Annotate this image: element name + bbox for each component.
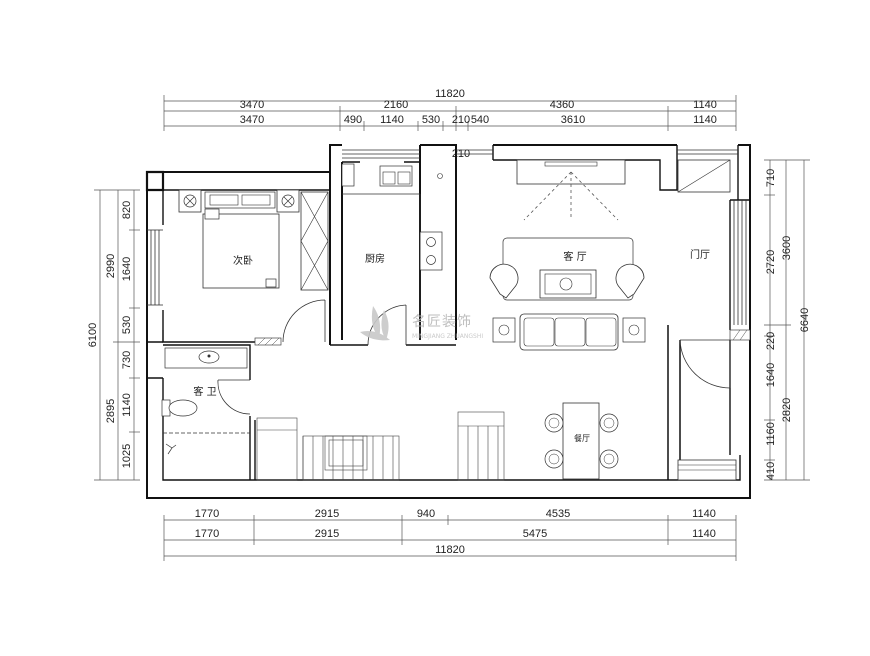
dim-right-inner: 710 xyxy=(765,169,777,187)
armchair-icon xyxy=(489,263,519,299)
room-label-living: 客 厅 xyxy=(563,250,586,263)
dim-right-inner: 1640 xyxy=(765,363,777,387)
dim-top-row2: 1140 xyxy=(693,114,717,126)
sink-icon xyxy=(379,165,413,187)
stairs-icon xyxy=(256,411,505,481)
watermark-sub: MINGJIANG ZHUANGSHI xyxy=(412,333,483,340)
dim-top-row2: 1140 xyxy=(380,114,404,126)
left-dimensions: 6100 2990 2895 820 1640 530 730 1140 102… xyxy=(87,189,140,481)
dim-left-inner: 730 xyxy=(121,351,133,369)
dim-top-row1: 3470 xyxy=(240,99,264,111)
bottom-dimensions: 1770 2915 940 4535 1140 1770 2915 5475 1… xyxy=(163,508,737,561)
dim-right-outer: 6640 xyxy=(799,308,811,332)
dim-right-inner: 220 xyxy=(765,332,777,350)
dim-top-row1: 4360 xyxy=(550,99,574,111)
dim-bottom-row2: 5475 xyxy=(523,528,547,540)
watermark: 名匠装饰 MINGJIANG ZHUANGSHI xyxy=(360,306,483,341)
dim-right-inner: 1160 xyxy=(765,422,777,446)
room-labels: 次卧 厨房 客 厅 门厅 客 卫 餐厅 xyxy=(193,248,710,443)
dim-top-row2: 210 xyxy=(452,114,470,126)
top-dimensions: 11820 3470 2160 4360 1140 3470 490 1140 … xyxy=(163,88,737,160)
dim-top-total: 11820 xyxy=(435,88,465,100)
dim-left-inner: 530 xyxy=(121,316,133,334)
dim-bottom-row2: 1140 xyxy=(692,528,716,540)
dim-top-row2: 540 xyxy=(471,114,489,126)
dim-top-row2: 530 xyxy=(422,114,440,126)
dim-bottom-row1: 1770 xyxy=(195,508,219,520)
furniture xyxy=(161,159,646,481)
dim-top-row1: 2160 xyxy=(384,99,408,111)
windows xyxy=(147,149,747,481)
dining-table-icon xyxy=(562,402,600,480)
dim-top-row2: 490 xyxy=(344,114,362,126)
dim-top-row2: 3470 xyxy=(240,114,264,126)
dim-bottom-row2: 2915 xyxy=(315,528,339,540)
room-label-kitchen: 厨房 xyxy=(365,252,385,265)
room-label-entrance: 门厅 xyxy=(690,248,710,261)
room-label-bathroom: 客 卫 xyxy=(193,385,216,398)
dim-left-inner: 1140 xyxy=(121,393,133,417)
wardrobe-icon xyxy=(300,191,329,291)
armchair-icon xyxy=(615,263,645,299)
dim-left-inner: 1025 xyxy=(121,444,133,468)
dim-left-mid: 2990 xyxy=(105,254,117,278)
dim-left-inner: 820 xyxy=(121,201,133,219)
dim-bottom-row1: 4535 xyxy=(546,508,570,520)
dim-bottom-row1: 2915 xyxy=(315,508,339,520)
dim-right-inner: 410 xyxy=(765,462,777,480)
room-label-dining: 餐厅 xyxy=(574,434,590,443)
coffee-table-icon xyxy=(539,269,597,299)
bed-icon xyxy=(202,213,280,289)
room-label-bedroom: 次卧 xyxy=(233,254,253,267)
dim-bottom-row1: 1140 xyxy=(692,508,716,520)
dim-bottom-row2: 1770 xyxy=(195,528,219,540)
dim-right-mid: 2820 xyxy=(781,398,793,422)
dim-bottom-row1: 940 xyxy=(417,508,435,520)
dim-left-mid: 2895 xyxy=(105,399,117,423)
watermark-name: 名匠装饰 xyxy=(412,314,472,330)
dim-left-inner: 1640 xyxy=(121,257,133,281)
dim-right-inner: 2720 xyxy=(765,250,777,274)
basin-icon xyxy=(198,350,220,364)
sofa-icon xyxy=(519,313,619,351)
dim-right-mid: 3600 xyxy=(781,236,793,260)
right-dimensions: 710 2720 220 1640 1160 410 3600 2820 664… xyxy=(764,159,811,481)
toilet-icon xyxy=(168,399,198,417)
dim-top-row2: 3610 xyxy=(561,114,585,126)
doors xyxy=(217,299,731,415)
dim-left-outer: 6100 xyxy=(87,323,99,347)
watermark-logo-icon xyxy=(360,306,390,341)
dim-top-row1: 1140 xyxy=(693,99,717,111)
dim-bottom-total: 11820 xyxy=(435,544,465,556)
